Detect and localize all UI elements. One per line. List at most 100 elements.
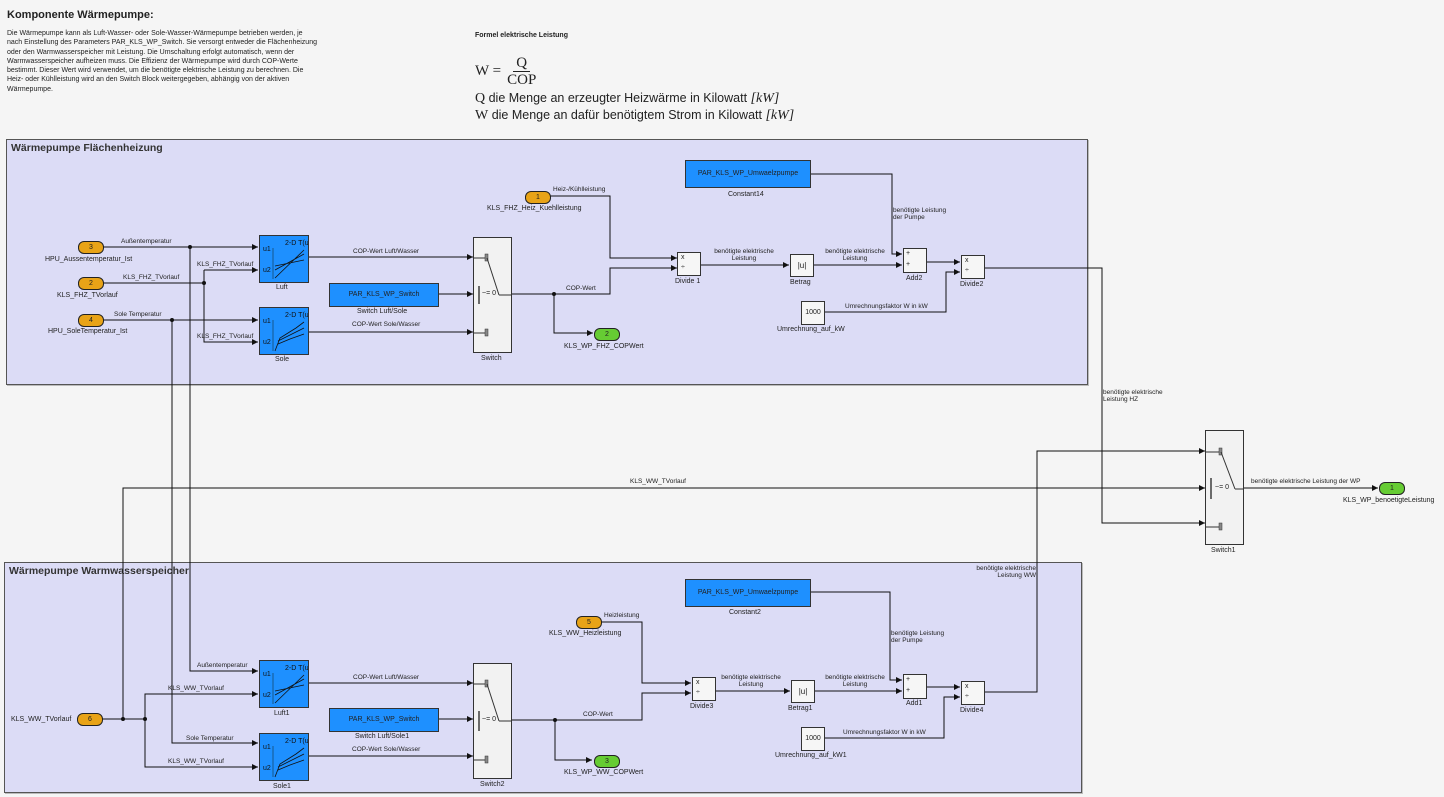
outport-1[interactable]: 1 <box>1379 482 1405 495</box>
lookup-table-luft1[interactable]: 2-D T(u) u1 u2 <box>259 660 309 708</box>
wire-pump <box>810 173 902 257</box>
junction <box>553 718 557 722</box>
signal-ww-aussentemp: Außentemperatur <box>197 662 248 669</box>
divide3-block[interactable]: x ÷ <box>692 677 716 701</box>
switch-icon <box>1206 447 1243 531</box>
wire-ww-vorlauf-top <box>122 485 1205 719</box>
wire-ww-vorlauf-luft <box>144 691 258 719</box>
wire-ww-cop-outport <box>554 720 592 763</box>
formula-denominator: COP <box>507 72 537 88</box>
abs-betrag-block[interactable]: |u| <box>790 254 814 277</box>
add2-name: Add2 <box>906 275 923 282</box>
constant-umwaelzpumpe-ww[interactable]: PAR_KLS_WP_Umwaelzpumpe <box>685 579 811 607</box>
inport-4[interactable]: 4 <box>78 314 104 327</box>
divide3-name: Divide3 <box>690 703 714 710</box>
lookup-table-sole[interactable]: 2-D T(u) u1 u2 <box>259 307 309 355</box>
divide2-name: Divide2 <box>960 281 984 288</box>
svg-text:2-D T(u): 2-D T(u) <box>285 738 308 745</box>
inport-5[interactable]: 5 <box>576 616 602 629</box>
junction <box>121 717 125 721</box>
lookup-curve-icon: 2-D T(u) u1 u2 <box>263 665 308 704</box>
signal-ww-vorlauf-sole: KLS_WW_TVorlauf <box>168 758 224 765</box>
junction <box>552 292 556 296</box>
divide2-block[interactable]: x ÷ <box>961 255 985 279</box>
abs-betrag1-name: Betrag1 <box>788 705 813 712</box>
outport-3-name: KLS_WP_WW_COPWert <box>564 769 644 776</box>
lookup-curve-icon: 2-D T(u) u1 u2 <box>263 312 308 352</box>
svg-text:2-D T(u): 2-D T(u) <box>285 312 308 319</box>
svg-text:u2: u2 <box>263 692 271 699</box>
wire-cop-outport <box>553 294 593 336</box>
divide4-name: Divide4 <box>960 707 984 714</box>
svg-text:u2: u2 <box>263 765 271 772</box>
junction <box>188 245 192 249</box>
signal-ww-cop-luft: COP-Wert Luft/Wasser <box>353 674 420 681</box>
divide-op-divide: ÷ <box>965 693 969 700</box>
svg-text:u1: u1 <box>263 671 271 678</box>
inport-1[interactable]: 1 <box>525 191 551 204</box>
constant14-name: Constant14 <box>728 191 764 198</box>
signal-luft-u2: KLS_FHZ_TVorlauf <box>197 261 254 268</box>
inport-2[interactable]: 2 <box>78 277 104 290</box>
formula-title: Formel elektrische Leistung <box>475 32 568 39</box>
switch-criteria: ~= 0 <box>482 290 497 297</box>
switch1-name: Switch1 <box>1211 547 1236 554</box>
constant-par-kls-wp-switch-ww[interactable]: PAR_KLS_WP_Switch <box>329 708 439 732</box>
signal-ww-vorlauf-top: KLS_WW_TVorlauf <box>630 478 686 485</box>
abs-betrag1-block[interactable]: |u| <box>791 680 815 703</box>
switch1-block[interactable]: ~= 0 <box>1205 430 1244 545</box>
inport-2-name: KLS_FHZ_TVorlauf <box>57 292 118 299</box>
svg-text:2-D T(u): 2-D T(u) <box>285 240 308 247</box>
lookup-table-sole1[interactable]: 2-D T(u) u1 u2 <box>259 733 309 781</box>
switch-block[interactable]: ~= 0 <box>473 237 512 353</box>
lookup-table-luft[interactable]: 2-D T(u) u1 u2 <box>259 235 309 283</box>
inport-3-name: HPU_Aussentemperatur_Ist <box>45 256 133 263</box>
switch2-block[interactable]: ~= 0 <box>473 663 512 779</box>
wire-ww-cop-wert <box>510 690 691 721</box>
svg-text:u1: u1 <box>263 318 271 325</box>
divide-1-block[interactable]: x ÷ <box>677 252 701 276</box>
inport-3[interactable]: 3 <box>78 241 104 254</box>
description-text: Die Wärmepumpe kann als Luft-Wasser- ode… <box>7 30 317 93</box>
add-op-2: + <box>906 687 911 694</box>
signal-heizkuehl: Heiz-/Kühlleistung <box>553 186 606 193</box>
switch2-name: Switch2 <box>480 781 505 788</box>
add2-block[interactable]: + + <box>903 248 927 273</box>
add1-name: Add1 <box>906 700 923 707</box>
wire-conv <box>823 269 960 313</box>
divide-op-multiply: x <box>681 254 685 261</box>
constant-1000-ww[interactable]: 1000 <box>801 727 825 751</box>
divide4-block[interactable]: x ÷ <box>961 681 985 705</box>
subsystem-warmwasserspeicher[interactable]: Wärmepumpe Warmwasserspeicher <box>4 562 1082 793</box>
constant-switch1-name: Switch Luft/Sole1 <box>355 733 410 740</box>
add1-block[interactable]: + + <box>903 674 927 699</box>
signal-cop-luft: COP-Wert Luft/Wasser <box>353 248 420 255</box>
inport-5-name: KLS_WW_Heizleistung <box>549 630 622 637</box>
svg-text:2-D T(u): 2-D T(u) <box>285 665 308 672</box>
formula-w-text: die Menge an dafür benötigtem Strom in K… <box>488 108 766 122</box>
constant-switch-name: Switch Luft/Sole <box>357 308 408 315</box>
signal-ww-pump: benötigte Leistung der Pumpe <box>891 630 945 644</box>
wire-cop-wert <box>510 265 677 295</box>
signal-leistung-wp: benötigte elektrische Leistung der WP <box>1251 478 1361 485</box>
wire-ww-out <box>984 448 1205 693</box>
lookup-luft-name: Luft <box>276 284 288 291</box>
divide-op-multiply: x <box>696 679 700 686</box>
constant-1000[interactable]: 1000 <box>801 301 825 325</box>
description-title: Komponente Wärmepumpe: <box>7 9 154 21</box>
outport-3[interactable]: 3 <box>594 755 620 768</box>
signal-cop-sole: COP-Wert Sole/Wasser <box>352 321 421 328</box>
inport-4-name: HPU_SoleTemperatur_Ist <box>48 328 128 335</box>
constant-umwaelzpumpe[interactable]: PAR_KLS_WP_Umwaelzpumpe <box>685 160 811 188</box>
junction <box>202 281 206 285</box>
inport-6[interactable]: 6 <box>77 713 103 726</box>
formula-line-q: Q die Menge an erzeugter Heizwärme in Ki… <box>475 91 779 107</box>
wire-ww-pump <box>810 591 902 683</box>
constant-par-kls-wp-switch[interactable]: PAR_KLS_WP_Switch <box>329 283 439 307</box>
add-op-1: + <box>906 676 911 683</box>
signal-betrag1-out: benötigte elektrische Leistung <box>825 674 885 688</box>
switch2-criteria: ~= 0 <box>482 716 497 723</box>
lookup-luft1-name: Luft1 <box>274 710 290 717</box>
outport-2[interactable]: 2 <box>594 328 620 341</box>
signal-ww-vorlauf-luft: KLS_WW_TVorlauf <box>168 685 224 692</box>
